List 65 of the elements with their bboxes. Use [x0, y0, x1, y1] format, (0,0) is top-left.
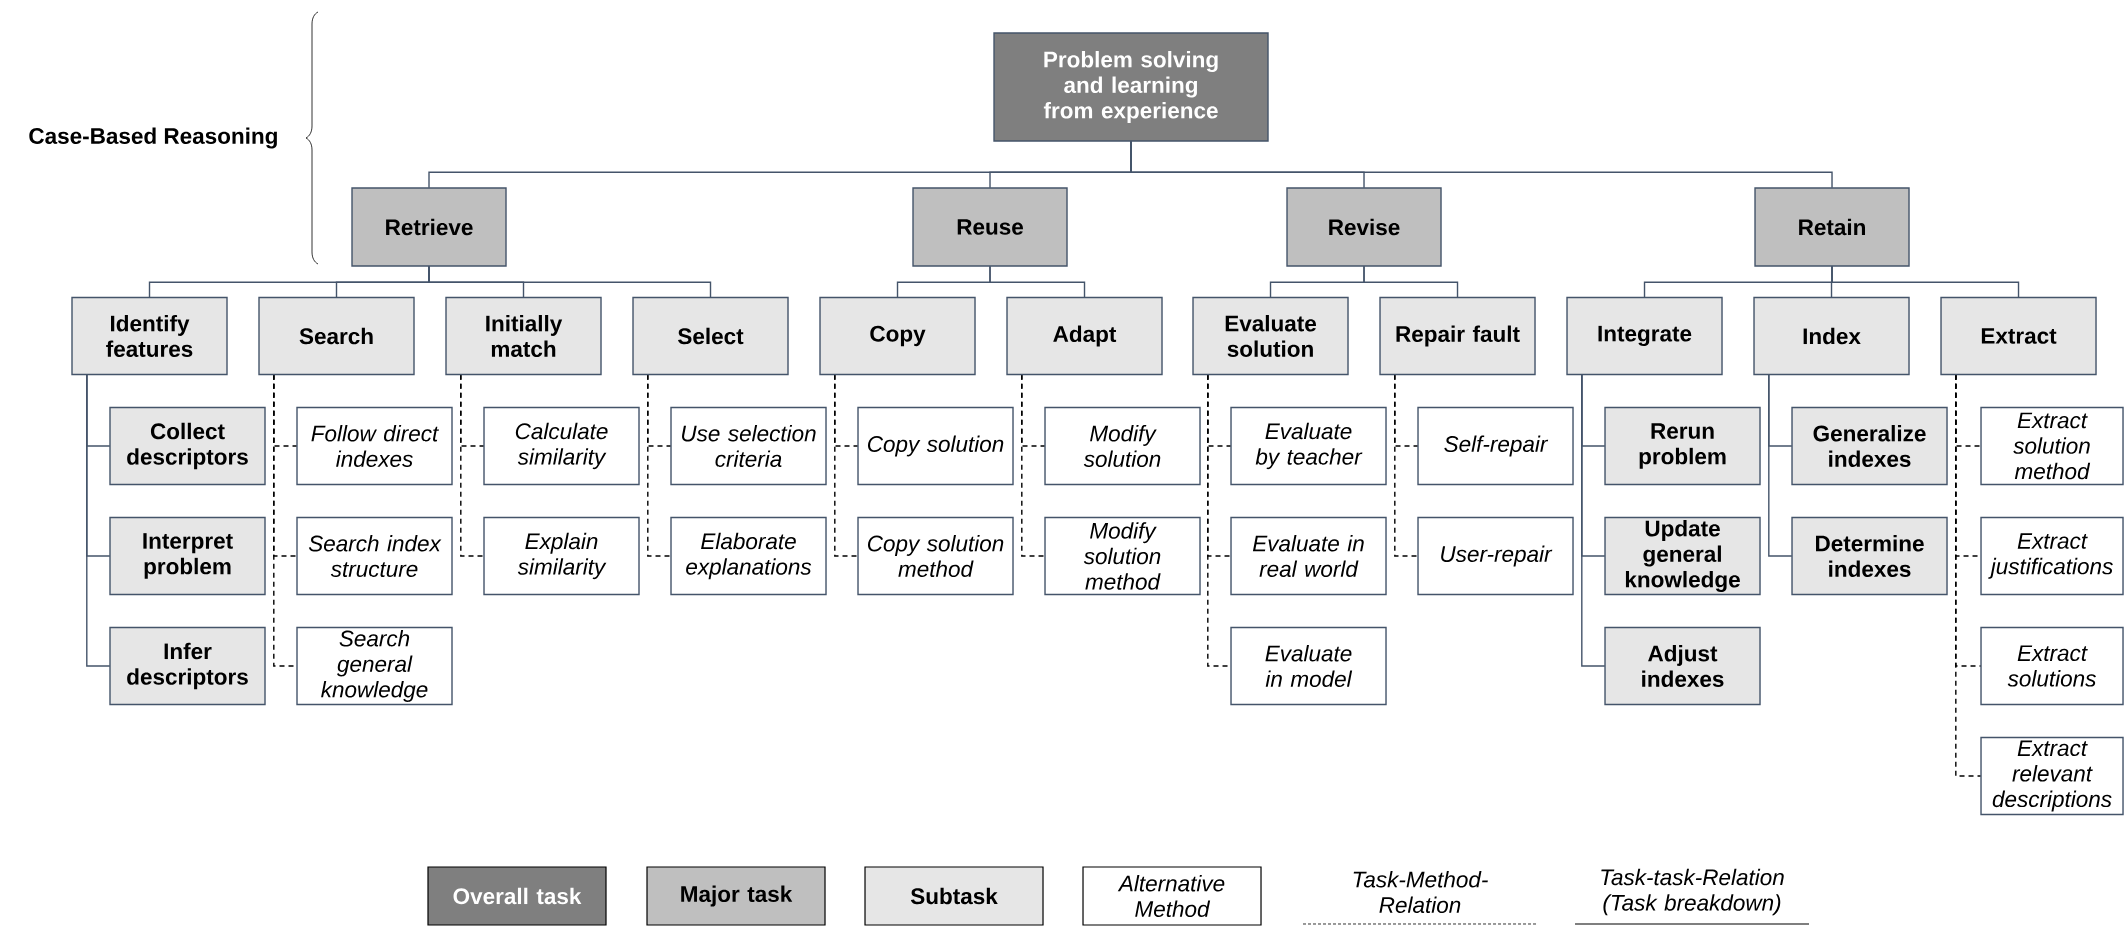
subtask-box: Collect descriptors [109, 406, 266, 486]
method-box: Extract relevant descriptions [1980, 736, 2124, 816]
connector [460, 374, 485, 557]
subtask-box: Rerun problem [1604, 406, 1761, 486]
connector [1581, 374, 1606, 667]
subtask-box: Initially match [445, 296, 602, 376]
method-box: Extract solutions [1980, 626, 2124, 706]
method-box: Copy solution [857, 406, 1014, 486]
connector [834, 374, 859, 557]
subtask-box: Evaluate solution [1192, 296, 1349, 376]
subtask-box: Infer descriptors [109, 626, 266, 706]
legend-text: Task-Method-Relation [1353, 871, 1488, 913]
subtask-box: Copy [819, 296, 976, 376]
method-box: Search general knowledge [296, 626, 453, 706]
connector [1130, 140, 1833, 189]
subtask-box: Identify features [71, 296, 228, 376]
legend-item: Alternative Method [1082, 866, 1262, 926]
method-box: Self-repair [1417, 406, 1574, 486]
method-box: Modify solution method [1044, 516, 1201, 596]
method-box: Follow direct indexes [296, 406, 453, 486]
connector [1768, 374, 1793, 557]
major-task-box: Retain [1754, 187, 1910, 267]
subtask-box: Extract [1940, 296, 2097, 376]
subtask-box: Index [1753, 296, 1910, 376]
connector [647, 374, 672, 557]
connector [1955, 374, 1982, 777]
method-box: Search index structure [296, 516, 453, 596]
method-box: Evaluate in real world [1230, 516, 1387, 596]
method-box: Modify solution [1044, 406, 1201, 486]
connector [86, 374, 111, 667]
connector [1363, 265, 1459, 298]
subtask-box: Select [632, 296, 789, 376]
method-box: Copy solution method [857, 516, 1014, 596]
major-task-box: Retrieve [351, 187, 507, 267]
connector [428, 265, 712, 298]
major-task-box: Reuse [912, 187, 1068, 267]
connector [1394, 374, 1419, 557]
subtask-box: Adapt [1006, 296, 1163, 376]
legend-text: Task-task-Relation (Task breakdown) [1601, 868, 1784, 916]
overall-task-box: Problem solving and learning from experience [993, 32, 1269, 142]
connector [1021, 374, 1046, 557]
method-box: Use selection criteria [670, 406, 827, 486]
method-box: Explain similarity [483, 516, 640, 596]
method-box: Evaluate by teacher [1230, 406, 1387, 486]
subtask-box: Integrate [1566, 296, 1723, 376]
method-box: Calculate similarity [483, 406, 640, 486]
subtask-box: Adjust indexes [1604, 626, 1761, 706]
subtask-box: Update general knowledge [1604, 516, 1761, 596]
group-label: Case-Based Reasoning [29, 127, 277, 149]
legend-item: Major task [646, 866, 826, 926]
legend-item: Subtask [864, 866, 1044, 926]
subtask-box: Interpret problem [109, 516, 266, 596]
connector [1831, 265, 2020, 298]
connector [989, 265, 1086, 298]
subtask-box: Determine indexes [1791, 516, 1948, 596]
method-box: Evaluate in model [1230, 626, 1387, 706]
method-box: Elaborate explanations [670, 516, 827, 596]
method-box: Extract solution method [1980, 406, 2124, 486]
major-task-box: Revise [1286, 187, 1442, 267]
subtask-box: Search [258, 296, 415, 376]
method-box: User-repair [1417, 516, 1574, 596]
subtask-box: Repair fault [1379, 296, 1536, 376]
legend-item: Overall task [427, 866, 607, 926]
subtask-box: Generalize indexes [1791, 406, 1948, 486]
method-box: Extract justifications [1980, 516, 2124, 596]
